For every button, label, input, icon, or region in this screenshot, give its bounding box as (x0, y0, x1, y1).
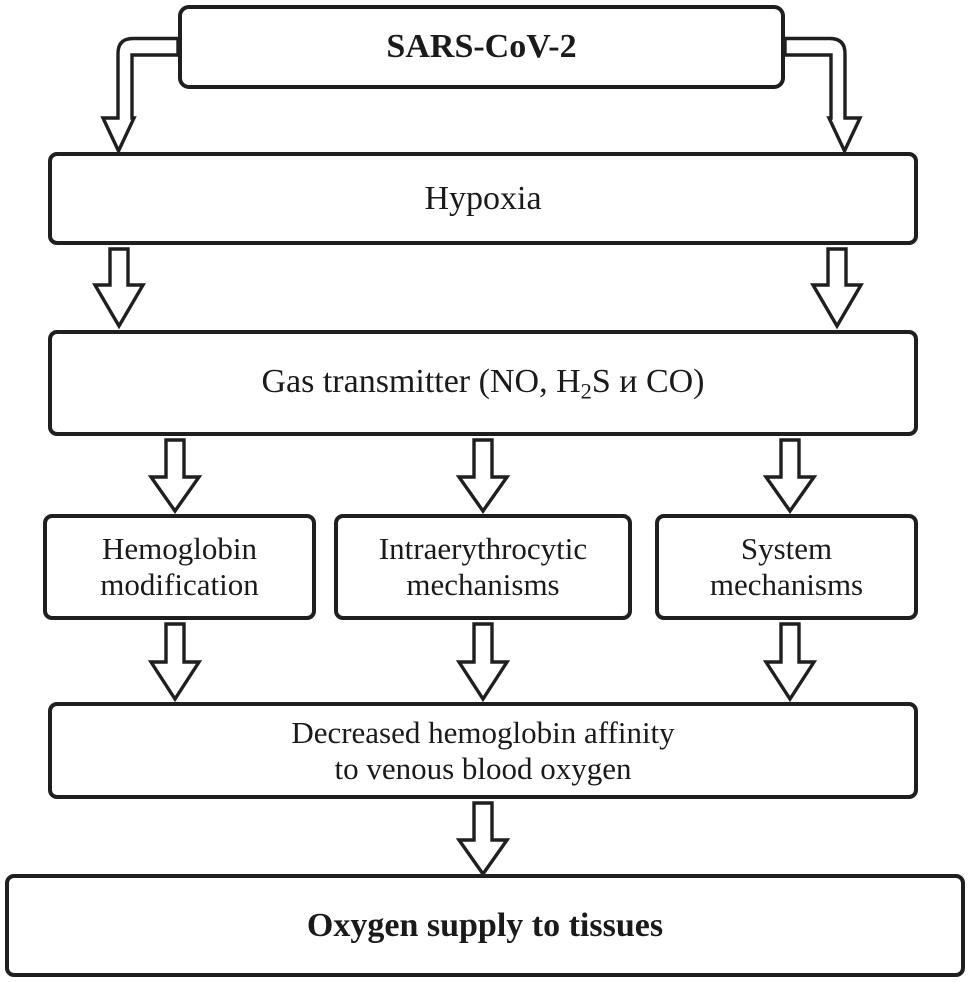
node-sars-cov-2: SARS-CoV-2 (178, 5, 785, 89)
node-hypoxia: Hypoxia (48, 152, 918, 245)
node-decreased-affinity: Decreased hemoglobin affinity to venous … (48, 702, 918, 799)
gas-label-part-1: Gas transmitter (NO, H (261, 362, 581, 400)
connector-hypoxia-right-to-gas (810, 247, 864, 330)
connector-gas-to-intraerythrocytic (455, 438, 511, 514)
node-hemoglobin-modification-label: Hemoglobin modification (100, 531, 259, 602)
connector-hypoxia-left-to-gas (92, 247, 146, 330)
connector-intra-to-affinity (455, 622, 511, 703)
connector-virus-right-to-hypoxia (783, 36, 863, 155)
connector-affinity-to-oxygen (455, 801, 511, 877)
node-hemoglobin-modification: Hemoglobin modification (43, 514, 316, 620)
node-hypoxia-label: Hypoxia (424, 179, 542, 217)
node-sars-cov-2-label: SARS-CoV-2 (386, 28, 577, 66)
connector-hemoglobin-to-affinity (147, 622, 203, 703)
node-system-mechanisms-label: System mechanisms (709, 531, 864, 602)
node-gas-transmitter: Gas transmitter (NO, H2S и CO) (48, 330, 918, 436)
node-decreased-affinity-label: Decreased hemoglobin affinity to venous … (291, 714, 675, 786)
node-intraerythrocytic-mechanisms: Intraerythrocytic mechanisms (334, 514, 632, 620)
node-oxygen-supply: Oxygen supply to tissues (5, 874, 965, 977)
connector-virus-left-to-hypoxia (100, 36, 180, 155)
gas-label-part-2: S и CO) (591, 362, 705, 400)
connector-gas-to-hemoglobin (147, 438, 203, 514)
node-oxygen-supply-label: Oxygen supply to tissues (306, 906, 664, 944)
node-system-mechanisms: System mechanisms (655, 514, 918, 620)
node-intraerythrocytic-mechanisms-label: Intraerythrocytic mechanisms (378, 531, 588, 602)
gas-label-subscript: 2 (580, 378, 592, 404)
node-gas-transmitter-label: Gas transmitter (NO, H2S и CO) (253, 362, 712, 404)
connector-system-to-affinity (762, 622, 818, 703)
connector-gas-to-system (762, 438, 818, 514)
